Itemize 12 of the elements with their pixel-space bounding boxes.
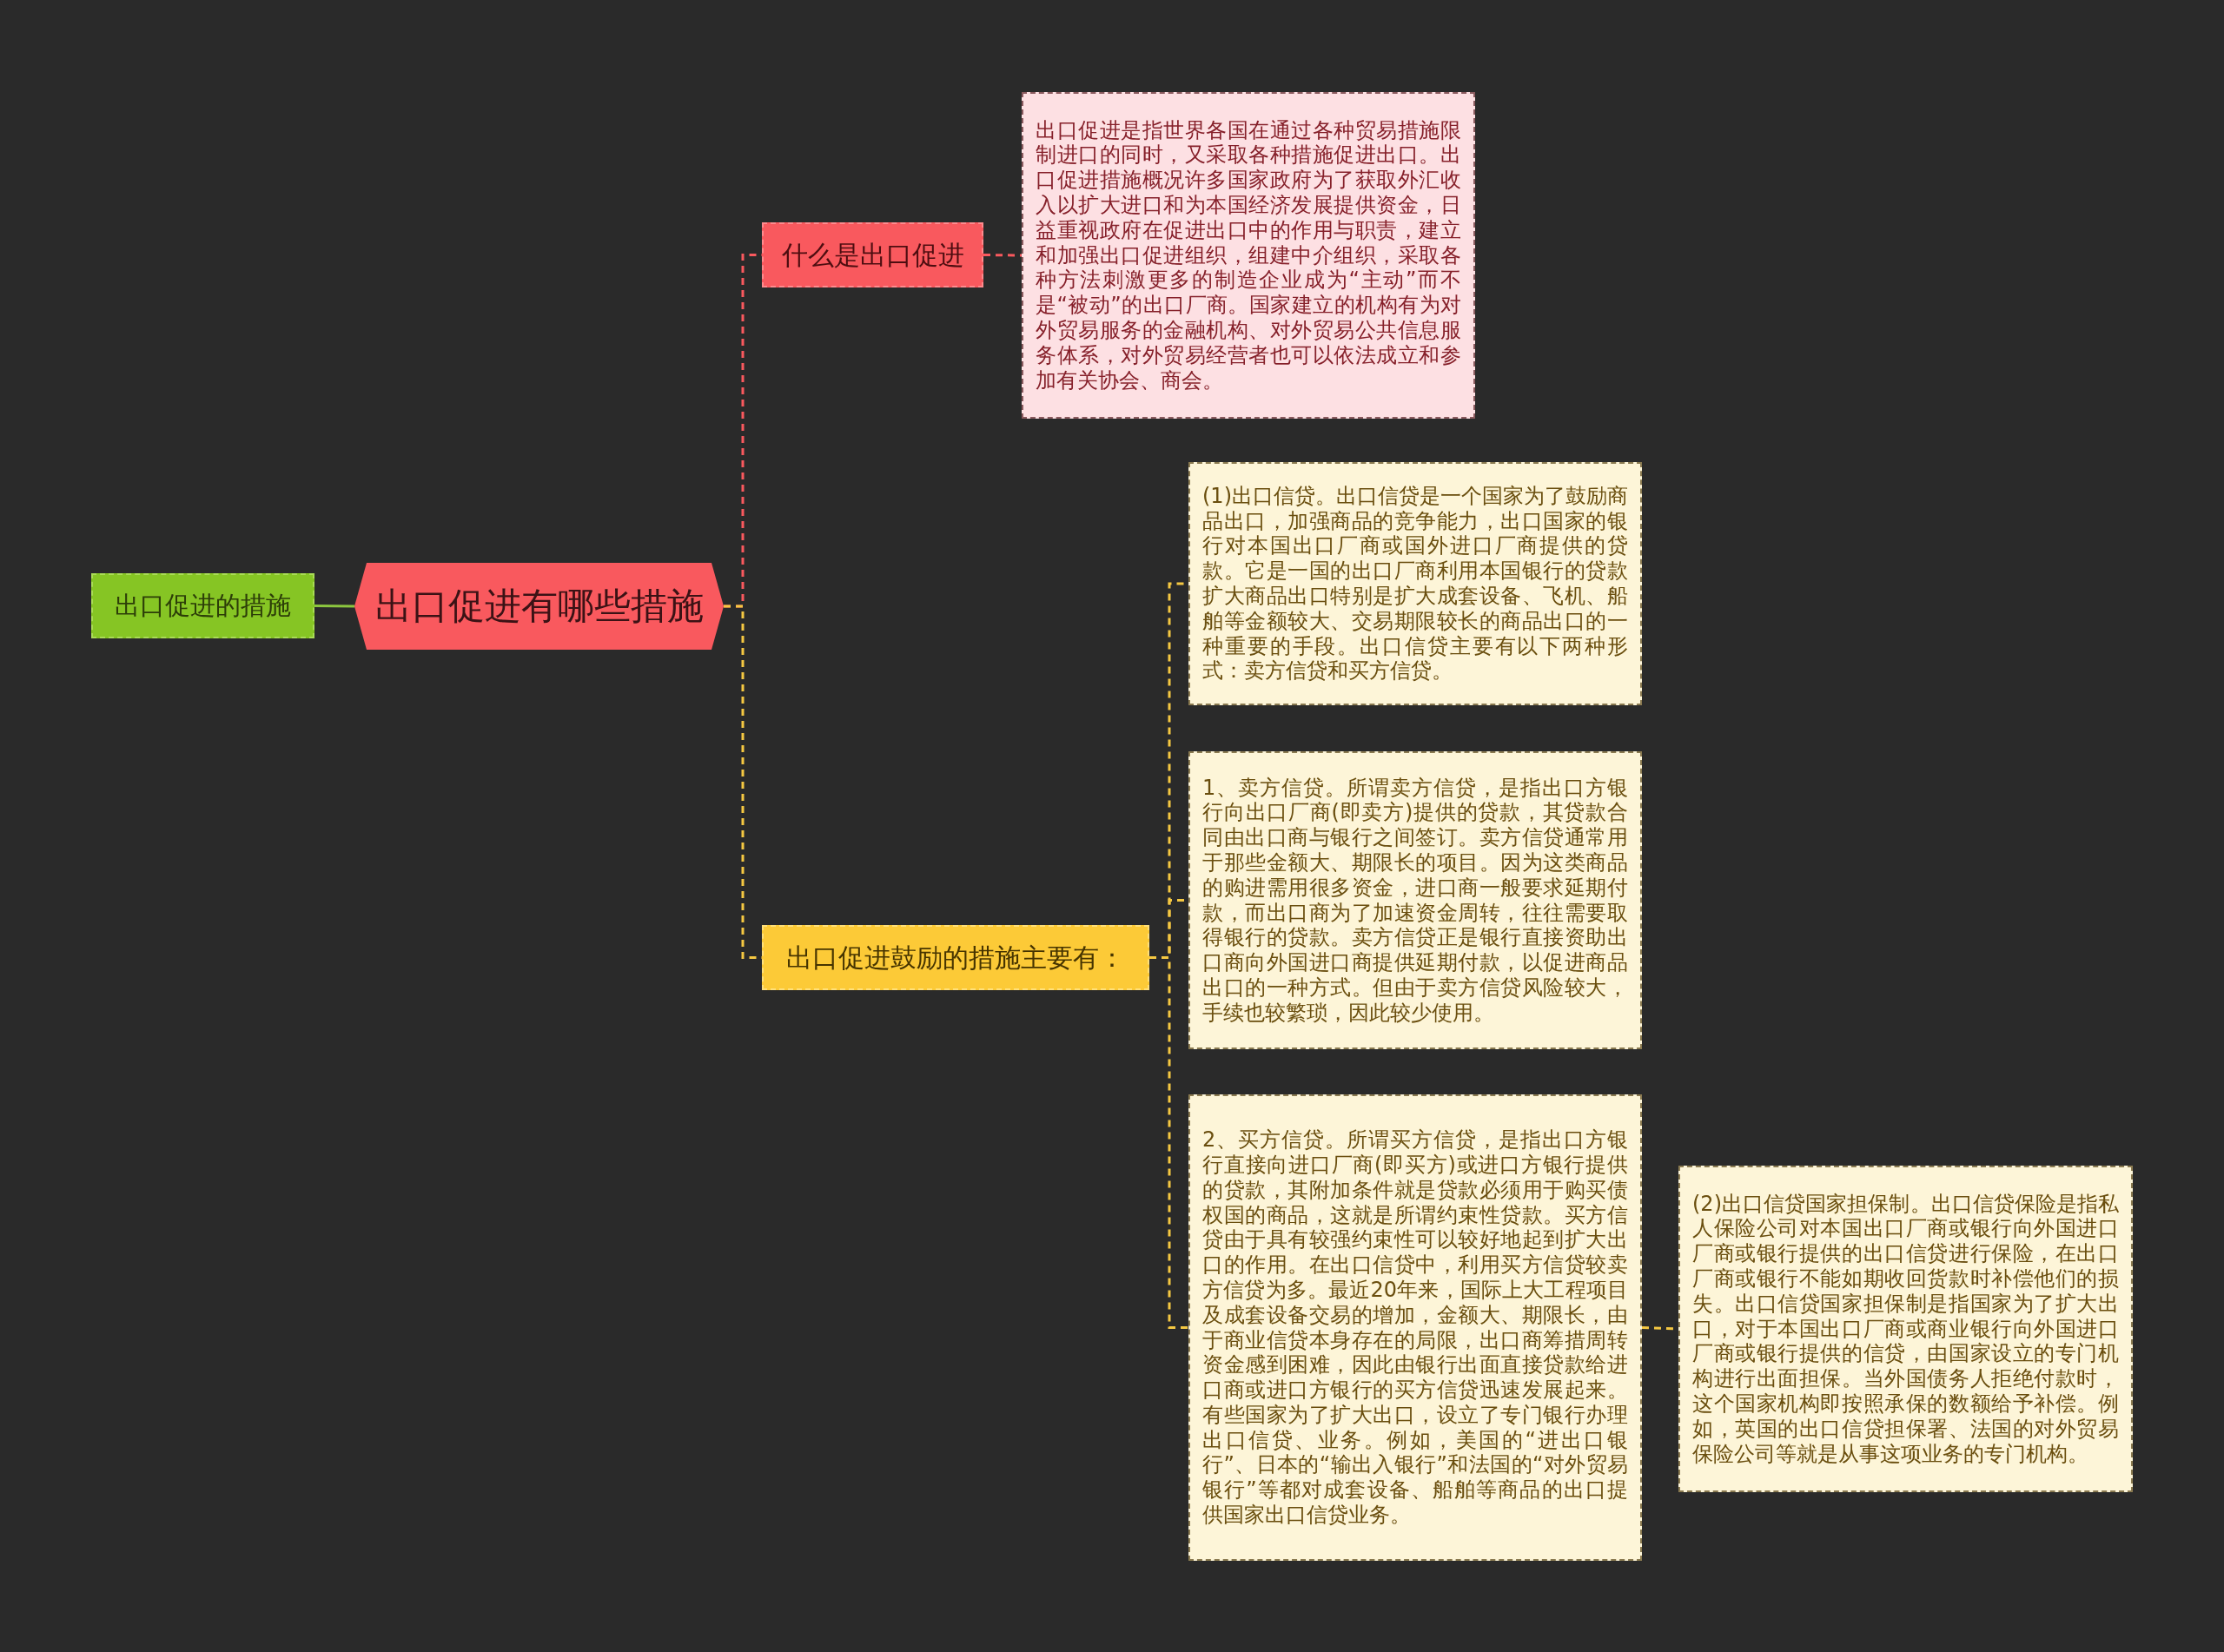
text-card: 出口促进是指世界各国在通过各种贸易措施限制进口的同时，又采取各种措施促进出口。出口促进措施概况许多国家政府为了获取外汇收入以扩大进口和为本国经济发展提供资金，日益重视政府在促进出口中的作用与职责，建立和加强出口促进组织，组建中介组织，采取各种方法刺激更多的制造企业成为“主动”而不是“被动”的出口厂商。国家建立的机构有为对外贸易服务的金融机构、对外贸易公共信息服务体系，对外贸易经营者也可以依法成立和参加有关协会、商会。 (1022, 92, 1475, 419)
text-card: (1)出口信贷。出口信贷是一个国家为了鼓励商品出口，加强商品的竞争能力，出口国家的银行对本国出口厂商或国外进口厂商提供的贷款。它是一国的出口厂商利用本国银行的贷款扩大商品出口特别是扩大成套设备、飞机、船舶等金额较大、交易期限较长的商品出口的一种重要的手段。出口信贷主要有以下两种形式：卖方信贷和买方信贷。 (1188, 462, 1642, 705)
connector-line (983, 254, 1022, 257)
connector-line (1149, 956, 1188, 1329)
central-topic: 出口促进有哪些措施 (374, 584, 704, 629)
topic-box: 出口促进鼓励的措施主要有： (762, 925, 1149, 990)
text-card: (2)出口信贷国家担保制。出口信贷保险是指私人保险公司对本国出口厂商或银行向外国进口厂商或银行提供的出口信贷进行保险，在出口厂商或银行不能如期收回货款时补偿他们的损失。出口信贷国家担保制是指国家为了扩大出口，对于本国出口厂商或商业银行向外国进口厂商或银行提供的信贷，由国家设立的专门机构进行出面担保。当外国债务人拒绝付款时，这个国家机构即按照承保的数额给予补偿。例如，英国的出口信贷担保署、法国的对外贸易保险公司等就是从事这项业务的专门机构。 (1678, 1166, 2133, 1492)
text-card: 2、买方信贷。所谓买方信贷，是指出口方银行直接向进口厂商(即买方)或进口方银行提供的贷款，其附加条件就是贷款必须用于购买债权国的商品，这就是所谓约束性贷款。买方信贷由于具有较强约束性可以较好地起到扩大出口的作用。在出口信贷中，利用买方信贷较卖方信贷为多。最近20年来，国际上大工程项目及成套设备交易的增加，金额大、期限长，由于商业信贷本身存在的局限，出口商筹措周转资金感到困难，因此由银行出面直接贷款给进口商或进口方银行的买方信贷迅速发展起来。有些国家为了扩大出口，设立了专门银行办理出口信贷、业务。例如，美国的“进出口银行”、日本的“输出入银行”和法国的“对外贸易银行”等都对成套设备、船舶等商品的出口提供国家出口信贷业务。 (1188, 1094, 1642, 1561)
text-card: 1、卖方信贷。所谓卖方信贷，是指出口方银行向出口厂商(即卖方)提供的贷款，其贷款合同由出口商与银行之间签订。卖方信贷通常用于那些金额大、期限长的项目。因为这类商品的购进需用很多资金，进口商一般要求延期付款，而出口商为了加速资金周转，往往需要取得银行的贷款。卖方信贷正是银行直接资助出口商向外国进口商提供延期付款，以促进商品出口的一种方式。但由于卖方信贷风险较大，手续也较繁琐，因此较少使用。 (1188, 751, 1642, 1049)
connector-line (314, 605, 354, 608)
topic-box: 出口促进的措施 (91, 573, 314, 638)
topic-box: 什么是出口促进 (762, 222, 983, 287)
